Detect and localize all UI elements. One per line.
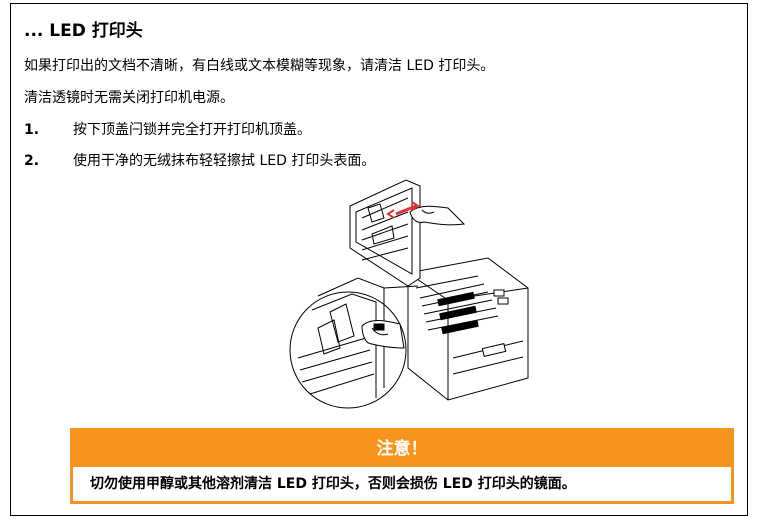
- intro-paragraph: 如果打印出的文档不清晰，有白线或文本模糊等现象，请清洁 LED 打印头。: [24, 58, 495, 74]
- step-number: 2.: [24, 153, 40, 169]
- caution-heading: 注意！: [73, 431, 731, 467]
- caution-text: 切勿使用甲醇或其他溶剂清洁 LED 打印头，否则会损伤 LED 打印头的镜面。: [90, 476, 576, 492]
- magnified-detail: [289, 277, 419, 409]
- page-frame: [10, 3, 748, 516]
- step-text: 按下顶盖闩锁并完全打开打印机顶盖。: [73, 122, 311, 138]
- step-1: 1. 按下顶盖闩锁并完全打开打印机顶盖。: [24, 119, 311, 139]
- printer-illustration: [289, 179, 529, 409]
- hand-wiping-icon: [386, 201, 466, 226]
- step-number: 1.: [24, 122, 40, 138]
- section-title: ... LED 打印头: [24, 21, 143, 41]
- caution-box: 注意！ 切勿使用甲醇或其他溶剂清洁 LED 打印头，否则会损伤 LED 打印头的…: [70, 428, 734, 504]
- note-paragraph: 清洁透镜时无需关闭打印机电源。: [24, 90, 234, 106]
- step-2: 2. 使用干净的无绒抹布轻轻擦拭 LED 打印头表面。: [24, 150, 375, 170]
- printer-body: [407, 257, 529, 401]
- step-text: 使用干净的无绒抹布轻轻擦拭 LED 打印头表面。: [73, 153, 376, 169]
- opened-top-cover: [349, 179, 421, 287]
